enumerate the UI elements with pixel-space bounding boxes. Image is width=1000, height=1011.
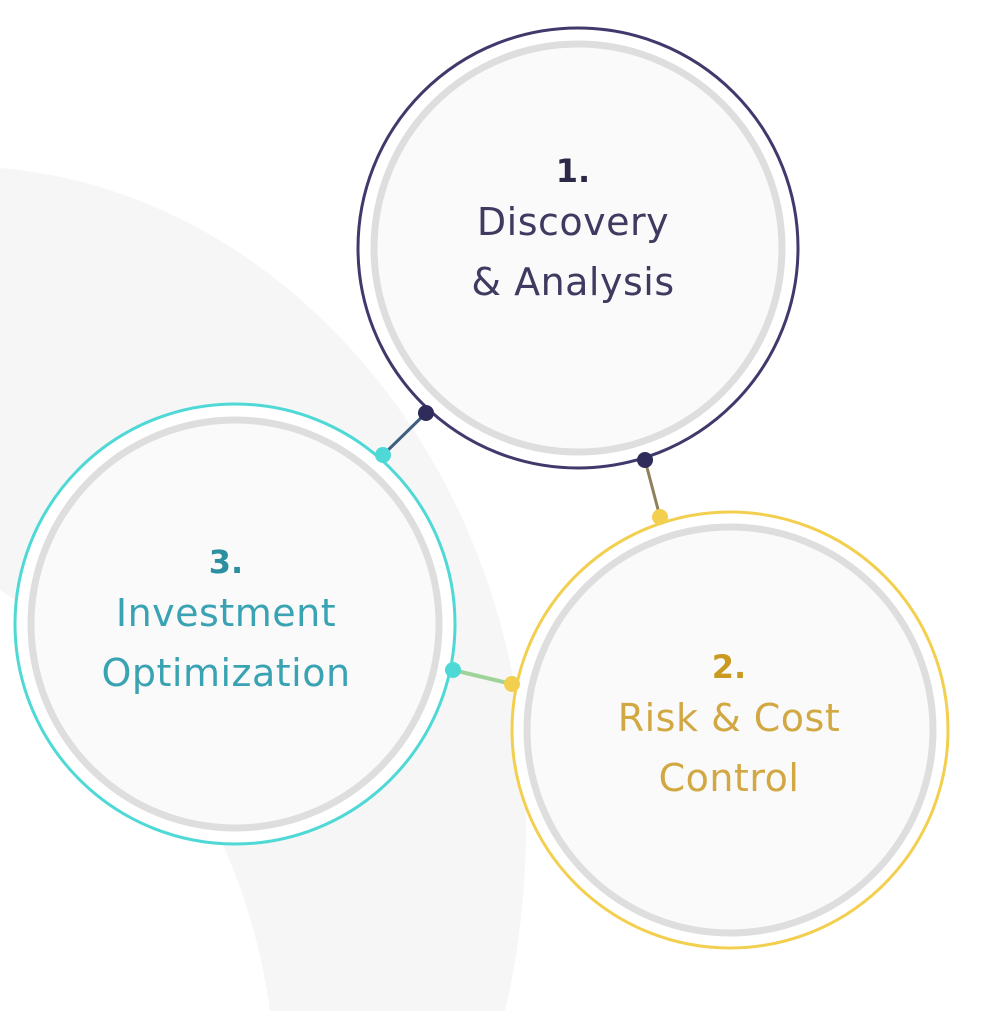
step-2-label: 2. Risk & Cost Control	[579, 648, 879, 808]
connector-1-3	[381, 411, 428, 457]
step-1-label: 1. Discovery & Analysis	[423, 152, 723, 312]
connector-dot-navy-left	[418, 405, 434, 421]
connector-dot-teal-right	[445, 662, 461, 678]
step-2-title-line-2: Control	[658, 756, 800, 800]
step-3-number: 3.	[208, 543, 244, 581]
connector-dot-navy-right	[637, 452, 653, 468]
step-2-circle	[510, 510, 950, 950]
step-3-label: 3. Investment Optimization	[76, 543, 376, 703]
connector-3-2	[452, 668, 513, 686]
step-2-number: 2.	[711, 648, 747, 686]
step-2-title-line-1: Risk & Cost	[617, 696, 841, 740]
step-3-circle	[13, 402, 457, 846]
step-3-title-line-1: Investment	[115, 591, 337, 635]
step-1-title-line-2: & Analysis	[471, 260, 675, 304]
connector-dot-gold-top	[652, 509, 668, 525]
connector-dot-gold-left	[504, 676, 520, 692]
connector-dot-teal-top	[375, 447, 391, 463]
step-1-circle	[356, 26, 800, 470]
connector-1-2	[643, 459, 662, 518]
step-1-number: 1.	[555, 152, 591, 190]
step-3-title-line-2: Optimization	[101, 651, 351, 695]
step-1-title-line-1: Discovery	[476, 200, 670, 244]
